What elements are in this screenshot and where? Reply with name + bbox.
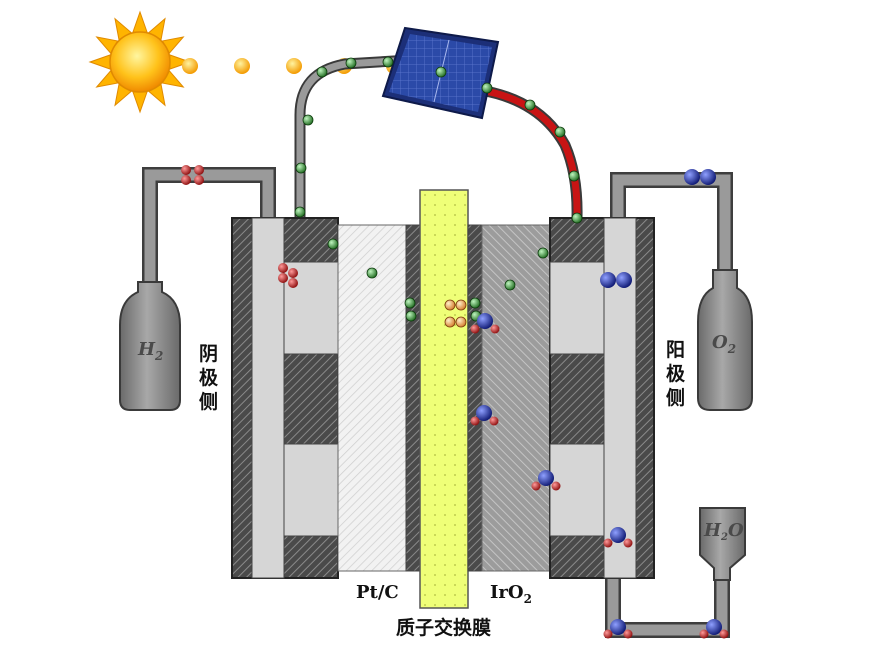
proton (455, 299, 467, 311)
membrane-label: 质子交换膜 (396, 616, 491, 639)
photon (182, 58, 198, 74)
electrons (294, 56, 583, 322)
proton (455, 316, 467, 328)
anode-side-label: 阳 极 侧 (666, 339, 686, 409)
h2o-tank-icon: H2O (699, 507, 746, 581)
anode-catalyst-label: IrO2 (490, 582, 532, 606)
electron (316, 66, 328, 78)
electron (537, 247, 549, 259)
o2-tank-icon: O2 (697, 269, 753, 411)
h2o-molecule (603, 619, 633, 639)
o2-molecule (600, 272, 632, 288)
electron (435, 66, 447, 78)
electron (504, 279, 516, 291)
svg-text:阴: 阴 (199, 343, 218, 365)
anode-end-plate (549, 217, 655, 579)
electron (404, 297, 416, 309)
electron (524, 99, 536, 111)
electron (554, 126, 566, 138)
photon (234, 58, 250, 74)
anode-gdl (467, 224, 483, 572)
water-pipe (605, 578, 730, 638)
water-molecules (470, 313, 729, 639)
electrolyzer-cell (231, 189, 655, 609)
h2o-molecule (470, 313, 500, 334)
h2o-molecule (531, 470, 561, 491)
electron (366, 267, 378, 279)
h2-pipe (142, 167, 276, 298)
proton (444, 316, 456, 328)
h2-molecule (181, 165, 191, 185)
h2o-tank-label: H2O (703, 520, 744, 543)
h2o-molecule (699, 619, 729, 639)
protons (444, 299, 467, 328)
electron (405, 310, 417, 322)
negative-wire (294, 54, 416, 224)
electron (302, 114, 314, 126)
electron (345, 57, 357, 69)
h2-molecule (288, 268, 298, 288)
electron (481, 82, 493, 94)
electron (568, 170, 580, 182)
electron (294, 206, 306, 218)
h2-molecule (194, 165, 204, 185)
o2-molecule (684, 169, 716, 185)
cathode-catalyst-label: Pt/C (356, 582, 399, 603)
cathode-gdl (405, 224, 421, 572)
svg-text:极: 极 (199, 366, 219, 389)
electron (469, 297, 481, 309)
h2o-molecule (603, 527, 633, 548)
positive-wire (474, 84, 583, 224)
o2-pipe (610, 172, 733, 282)
sun-icon (88, 10, 192, 114)
electron (327, 238, 339, 250)
anode-catalyst-layer (481, 224, 551, 572)
photon (286, 58, 302, 74)
oxygen-molecules (600, 169, 716, 288)
svg-text:侧: 侧 (199, 391, 218, 413)
cathode-side-label: 阴 极 侧 (199, 343, 219, 413)
hydrogen-molecules (181, 165, 298, 288)
h2-tank-label: H2 (137, 339, 163, 363)
h2-tank-icon: H2 (119, 281, 181, 411)
electron (295, 162, 307, 174)
svg-text:阳: 阳 (666, 339, 685, 361)
proton (444, 299, 456, 311)
svg-text:极: 极 (666, 362, 686, 385)
h2-molecule (278, 263, 288, 283)
electron (382, 56, 394, 68)
cathode-catalyst-layer (337, 224, 407, 572)
svg-text:侧: 侧 (666, 387, 685, 409)
proton-exchange-membrane (419, 189, 469, 609)
o2-tank-label: O2 (712, 332, 736, 356)
h2o-molecule (470, 405, 499, 426)
electron (571, 212, 583, 224)
